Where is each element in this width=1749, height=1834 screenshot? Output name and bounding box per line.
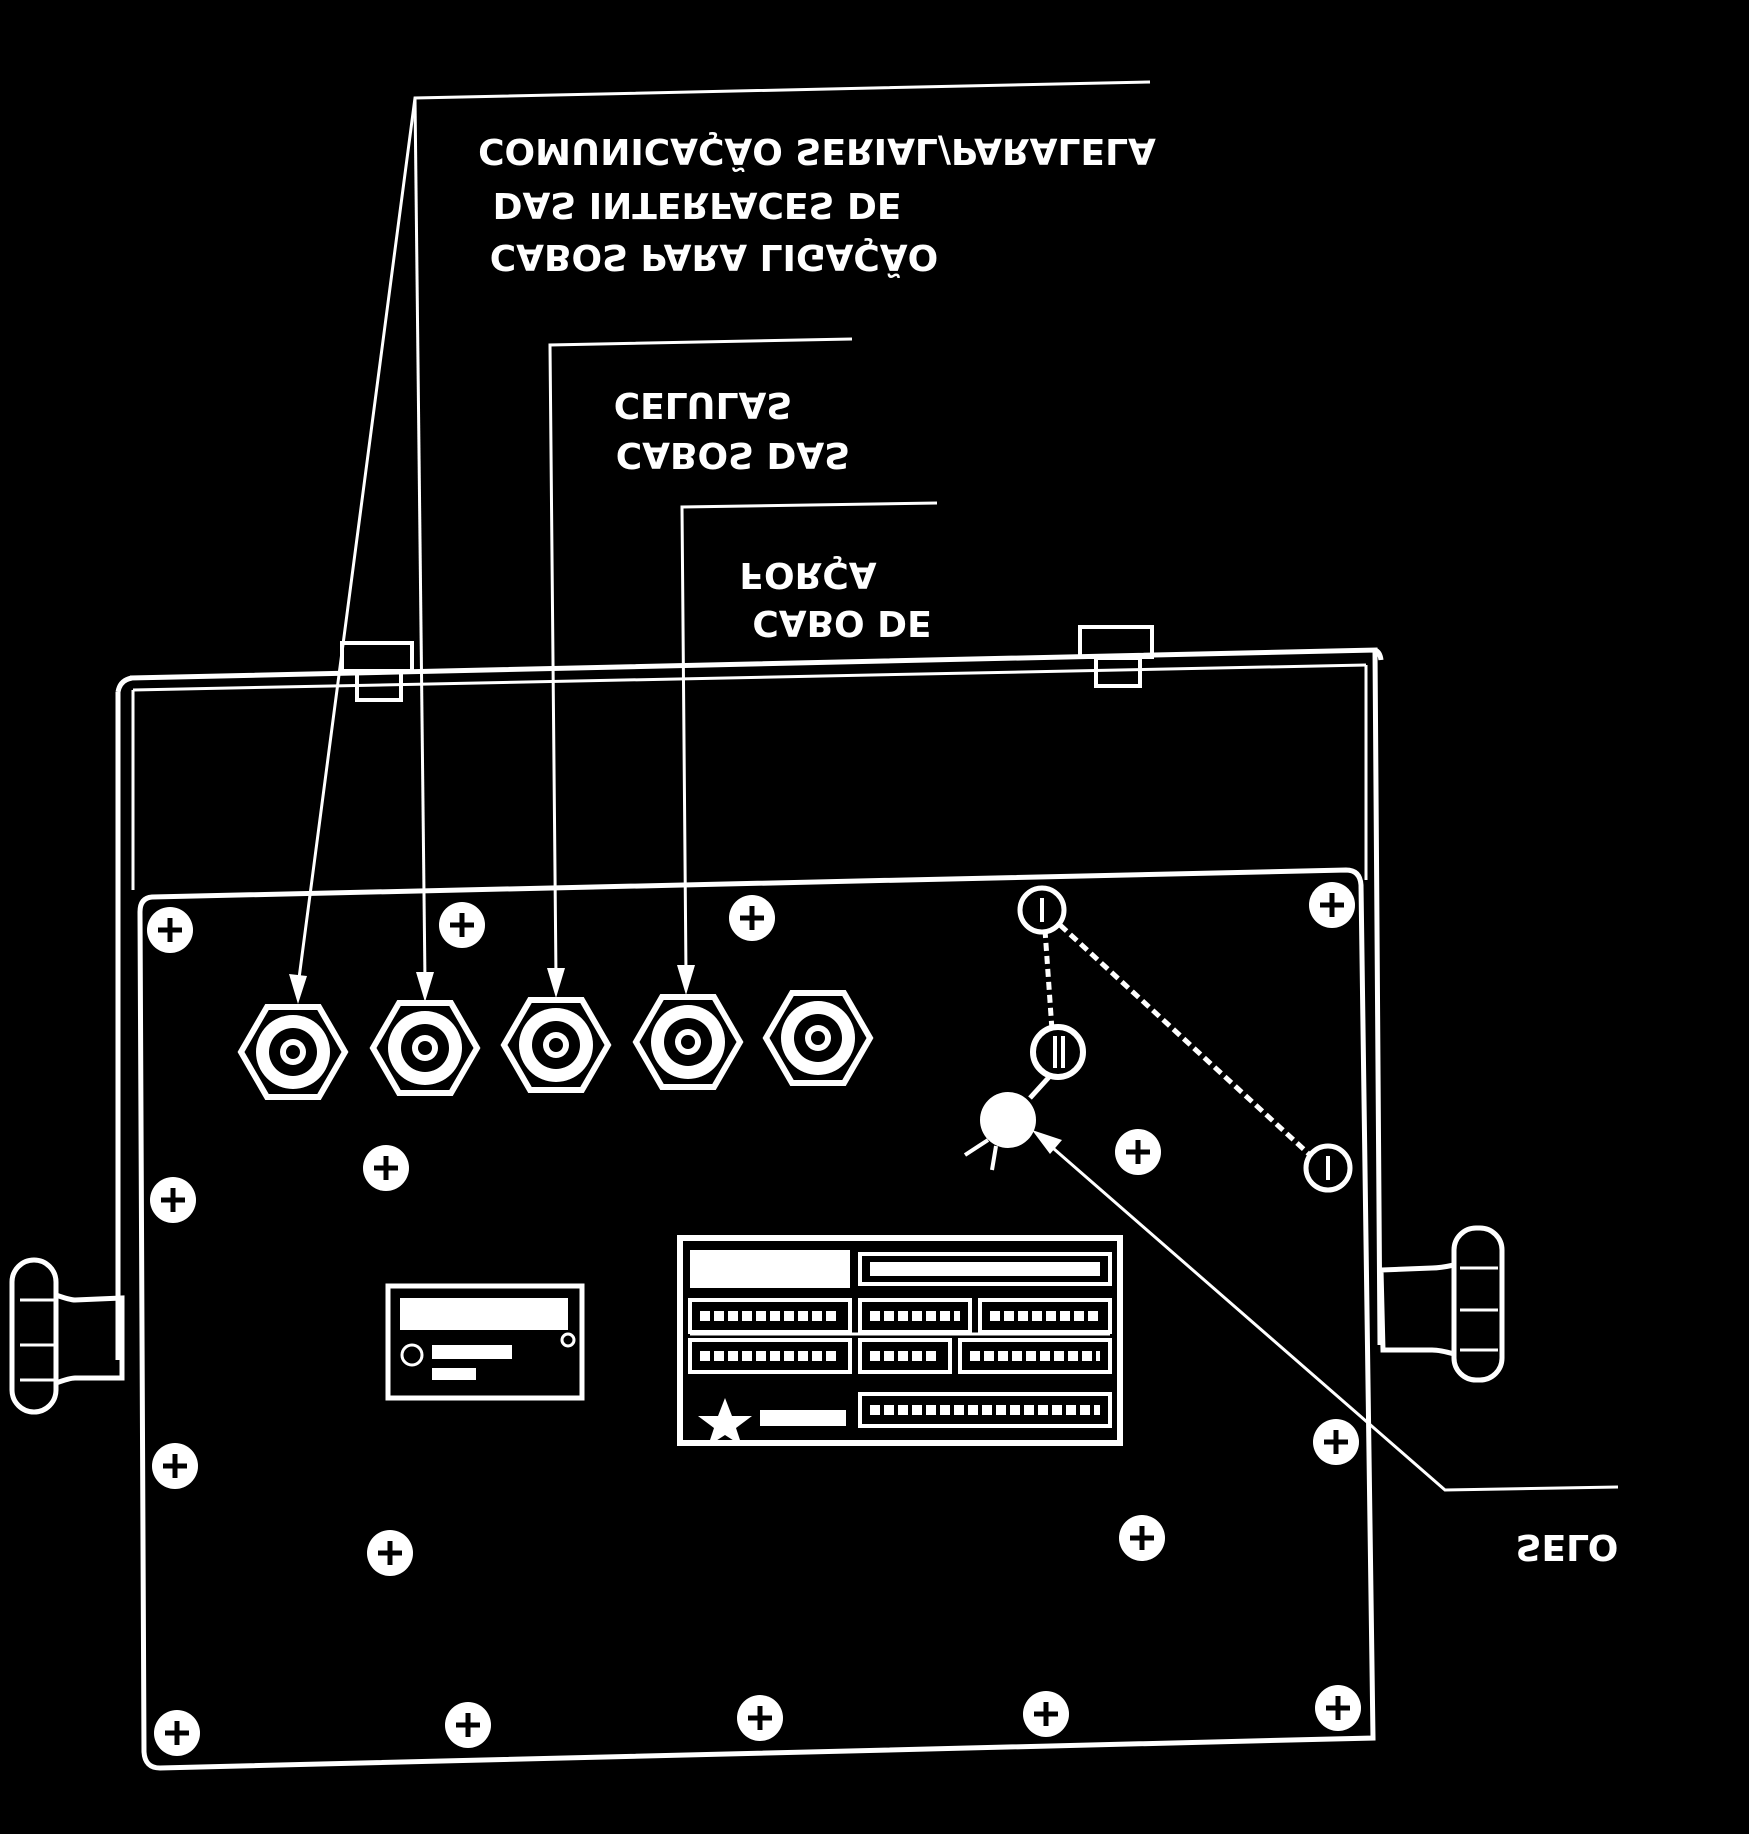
- front-panel: [137, 867, 1376, 1771]
- hex-cable-gland-icon: [632, 994, 744, 1090]
- cross-screw-icon: [147, 907, 193, 953]
- seal-anchor-top: [1017, 885, 1067, 935]
- leader-power: [677, 501, 938, 995]
- cable-glands: [237, 990, 874, 1100]
- cross-screw-icon: [150, 1177, 196, 1223]
- label-power-line2: CABO DE: [752, 602, 931, 643]
- cross-screw-icon: [729, 895, 775, 941]
- cross-screw-icon: [737, 1695, 783, 1741]
- cross-screw-icon: [1309, 882, 1355, 928]
- hex-cable-gland-icon: [500, 997, 612, 1093]
- label-serial-line3: CABOS PARA LIGAÇÃO: [490, 236, 938, 278]
- left-knob: [9, 1257, 125, 1415]
- cross-screw-icon: [154, 1710, 200, 1756]
- hex-cable-gland-icon: [369, 1000, 481, 1096]
- hex-cable-gland-icon: [237, 1004, 349, 1100]
- cross-screw-icon: [363, 1145, 409, 1191]
- cross-screw-icon: [152, 1443, 198, 1489]
- arrow-head-icon: [547, 968, 565, 998]
- arrow-head-icon: [1032, 1130, 1062, 1154]
- cross-screw-icon: [1115, 1129, 1161, 1175]
- enclosure-housing: [115, 647, 1384, 1360]
- arrow-head-icon: [416, 972, 434, 1002]
- seal-chain-long: [1058, 923, 1312, 1157]
- seal-chain-short: [1042, 929, 1055, 1031]
- panel-screws: [147, 882, 1361, 1756]
- arrow-head-icon: [289, 974, 307, 1004]
- cross-screw-icon: [367, 1530, 413, 1576]
- seal-clip: [1030, 1024, 1086, 1080]
- label-cells-line2: CABOS DAS: [616, 434, 850, 475]
- top-clip-right: [1078, 625, 1154, 688]
- star-logo-icon: [698, 1398, 752, 1446]
- leader-cells: [547, 337, 853, 998]
- cross-screw-icon: [1023, 1691, 1069, 1737]
- data-plate: [677, 1235, 1123, 1446]
- seal-ball-icon: [980, 1092, 1036, 1148]
- cross-screw-icon: [1315, 1685, 1361, 1731]
- label-serial-line2: DAS INTERFACES DE: [493, 184, 902, 225]
- cross-screw-icon: [1119, 1515, 1165, 1561]
- label-seal: SELO: [1516, 1526, 1619, 1567]
- label-serial-line1: COMUNICAÇÃO SERIAL/PARALELA: [478, 130, 1156, 172]
- label-cells-line1: CELULAS: [614, 384, 793, 425]
- cross-screw-icon: [445, 1702, 491, 1748]
- hex-cable-gland-icon: [762, 990, 874, 1086]
- seal-anchor-bottom: [1303, 1143, 1353, 1193]
- serial-nameplate: [385, 1283, 585, 1401]
- arrow-head-icon: [677, 965, 695, 995]
- leader-serial: [289, 80, 1151, 1004]
- right-knob: [1378, 1225, 1505, 1383]
- leader-seal: [1032, 1130, 1619, 1492]
- label-power-line1: FORÇA: [739, 554, 876, 595]
- cross-screw-icon: [439, 902, 485, 948]
- cross-screw-icon: [1313, 1419, 1359, 1465]
- seal-assembly: [963, 885, 1353, 1193]
